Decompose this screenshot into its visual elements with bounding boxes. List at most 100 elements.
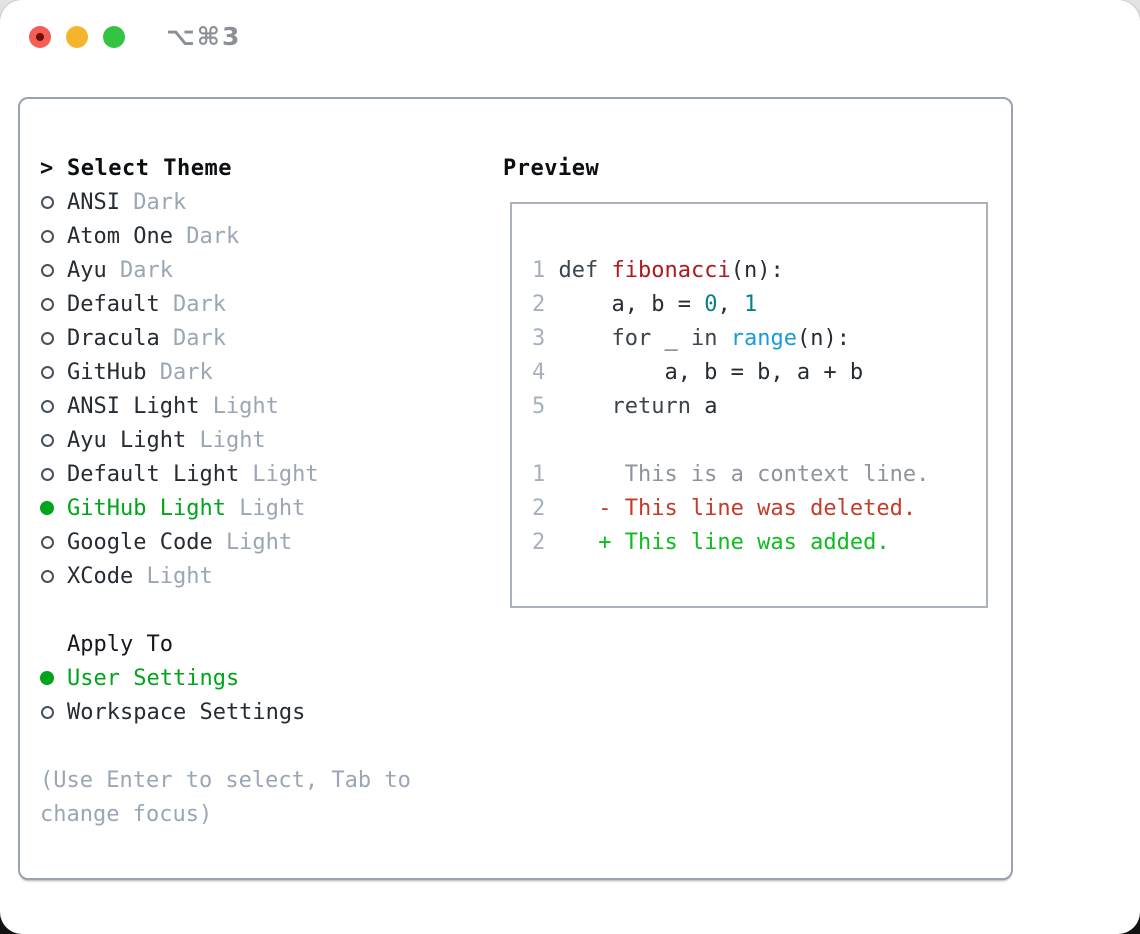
- option-variant: Dark: [172, 325, 226, 351]
- code-token: [558, 394, 611, 419]
- theme-picker-title: Select Theme: [67, 155, 232, 181]
- close-button-icon[interactable]: [29, 26, 51, 48]
- apply-to-title: Apply To: [67, 631, 173, 657]
- code-token: - This line was deleted.: [558, 495, 917, 521]
- radio-cell: [40, 705, 67, 719]
- code-token: _: [651, 325, 691, 351]
- code-token: for: [611, 325, 652, 351]
- radio-unselected-icon: [41, 433, 54, 447]
- code-token: a: [690, 393, 718, 419]
- radio-unselected-icon: [41, 263, 54, 277]
- apply-to-header: Apply To: [40, 627, 411, 661]
- line-number: 1: [532, 461, 546, 487]
- radio-cell: [40, 297, 67, 311]
- code-token: a, b = b, a + b: [558, 359, 864, 385]
- radio-unselected-icon: [41, 569, 54, 583]
- code-token: ,: [717, 291, 744, 317]
- diff-added-line: 2 + This line was added.: [532, 525, 986, 559]
- option-name: ANSI Light: [67, 393, 200, 419]
- code-token: (n):: [730, 257, 784, 283]
- radio-cell: [40, 501, 67, 515]
- code-token: in: [690, 325, 718, 351]
- radio-unselected-icon: [41, 365, 54, 379]
- option-name: Default Light: [67, 461, 240, 487]
- apply-option-user-settings[interactable]: User Settings: [40, 661, 411, 695]
- option-name: Google Code: [67, 529, 213, 555]
- theme-option-google-code[interactable]: Google Code Light: [40, 525, 411, 559]
- option-name: ANSI: [67, 189, 120, 215]
- hint-line-1: (Use Enter to select, Tab to: [40, 767, 411, 793]
- code-token: This is a context line.: [558, 461, 930, 487]
- radio-unselected-icon: [41, 195, 54, 209]
- line-number: 2: [532, 495, 546, 521]
- radio-cell: [40, 399, 67, 413]
- theme-option-github-light[interactable]: GitHub Light Light: [40, 491, 411, 525]
- option-variant: Light: [146, 563, 213, 589]
- code-token: 0: [704, 291, 718, 317]
- prompt-caret: >: [40, 155, 54, 181]
- option-name: Default: [67, 291, 160, 317]
- option-variant: Light: [239, 495, 306, 521]
- line-number: 2: [532, 291, 546, 317]
- radio-cell: [40, 467, 67, 481]
- option-variant: Dark: [159, 359, 213, 385]
- radio-cell: [40, 365, 67, 379]
- radio-selected-icon: [40, 501, 54, 515]
- radio-unselected-icon: [41, 297, 54, 311]
- radio-selected-icon: [40, 671, 54, 685]
- option-variant: Dark: [186, 223, 240, 249]
- minimize-button-icon[interactable]: [66, 26, 88, 48]
- zoom-button-icon[interactable]: [103, 26, 125, 48]
- theme-option-ansi[interactable]: ANSI Dark: [40, 185, 411, 219]
- line-number: 4: [532, 359, 546, 385]
- radio-unselected-icon: [41, 229, 54, 243]
- radio-cell: [40, 569, 67, 583]
- blank-line: [532, 423, 986, 457]
- option-name: Atom One: [67, 223, 173, 249]
- option-variant: Light: [199, 427, 266, 453]
- preview-title: Preview: [503, 155, 600, 181]
- radio-cell: [40, 263, 67, 277]
- option-variant: Light: [225, 529, 293, 555]
- radio-cell: [40, 535, 67, 549]
- radio-unselected-icon: [41, 705, 54, 719]
- option-name: GitHub Light: [67, 495, 226, 521]
- radio-cell: [40, 229, 67, 243]
- line-number: 3: [532, 325, 546, 351]
- code-token: a, b =: [558, 291, 705, 317]
- option-name: User Settings: [67, 665, 240, 691]
- theme-option-atom-one[interactable]: Atom One Dark: [40, 219, 411, 253]
- code-line: 4 a, b = b, a + b: [532, 355, 986, 389]
- apply-option-workspace-settings[interactable]: Workspace Settings: [40, 695, 411, 729]
- line-number: 2: [532, 529, 546, 555]
- radio-unselected-icon: [41, 331, 54, 345]
- radio-cell: [40, 671, 67, 685]
- radio-unselected-icon: [41, 399, 54, 413]
- option-variant: Light: [252, 461, 319, 487]
- theme-option-default-light[interactable]: Default Light Light: [40, 457, 411, 491]
- code-token: range: [730, 325, 797, 351]
- option-variant: Dark: [133, 189, 187, 215]
- radio-cell: [40, 195, 67, 209]
- option-variant: Light: [212, 393, 279, 419]
- radio-cell: [40, 433, 67, 447]
- code-token: 1: [743, 291, 758, 317]
- code-token: (n):: [796, 325, 850, 351]
- theme-option-ansi-light[interactable]: ANSI Light Light: [40, 389, 411, 423]
- traffic-lights: [29, 26, 125, 48]
- diff-context-line: 1 This is a context line.: [532, 457, 986, 491]
- code-line: 2 a, b = 0, 1: [532, 287, 986, 321]
